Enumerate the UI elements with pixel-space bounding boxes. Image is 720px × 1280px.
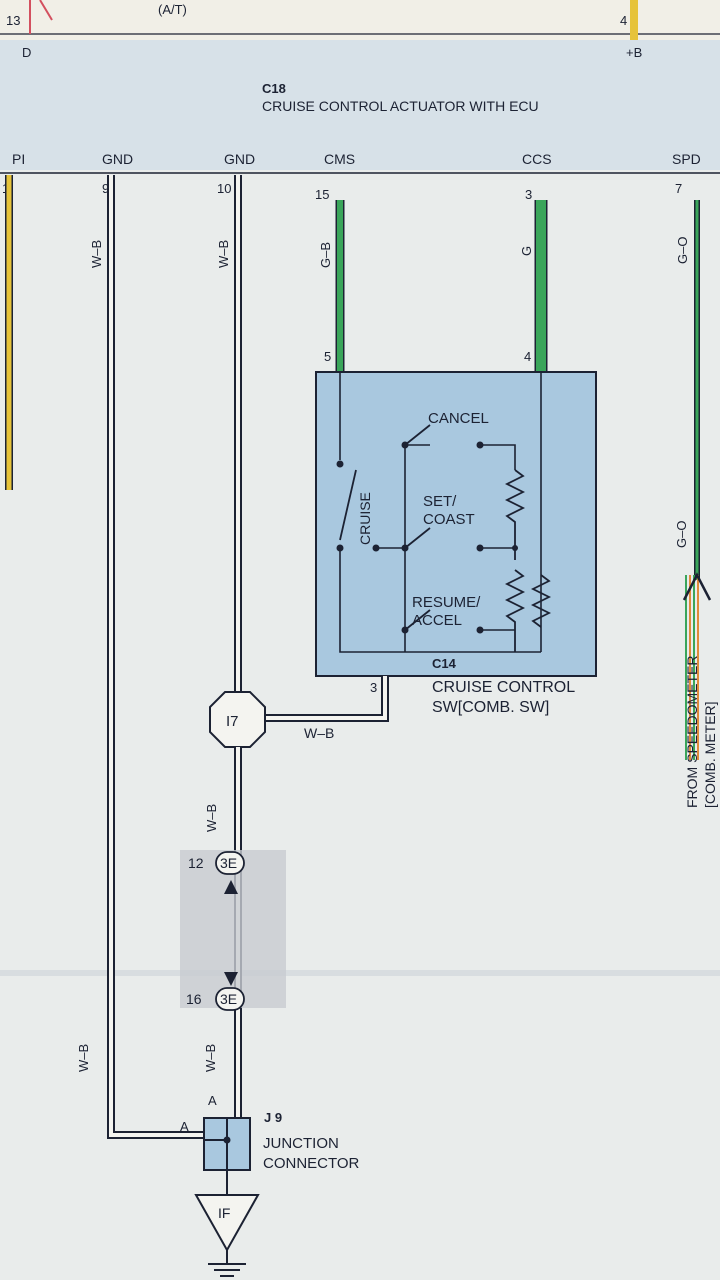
- wire-label-ccs: G: [519, 246, 534, 256]
- wire-label-gnd10: W–B: [216, 240, 231, 268]
- pin-name-cms: CMS: [324, 151, 355, 167]
- speedometer-line1: FROM SPEEDOMETER: [684, 656, 700, 808]
- c3e-bottom-pin: 16: [186, 991, 202, 1007]
- junction-id: J 9: [264, 1110, 282, 1125]
- label-resume: RESUME/: [412, 594, 481, 611]
- ground-label: IF: [218, 1205, 230, 1221]
- junction-pin-top: A: [208, 1093, 217, 1108]
- c3e-top-label: 3E: [220, 855, 237, 871]
- junction-pin-left: A: [180, 1119, 189, 1134]
- wire-label-speedometer: G–O: [674, 521, 689, 548]
- pin-num-ccs: 3: [525, 187, 532, 202]
- pin-name-gnd-9: GND: [102, 151, 133, 167]
- header-num-left: 13: [6, 13, 20, 28]
- label-coast: COAST: [423, 511, 475, 528]
- header-num-right: 4: [620, 13, 627, 28]
- junction-line1: JUNCTION: [263, 1135, 339, 1152]
- pin-name-spd: SPD: [672, 151, 701, 167]
- wire-label-i7-down: W–B: [204, 804, 219, 832]
- header-pin-left: D: [22, 45, 31, 60]
- switch-box: [315, 371, 597, 677]
- pin-name-pi: PI: [12, 151, 25, 167]
- background-text: [0, 40, 720, 976]
- wire-label-switch-ground: W–B: [304, 725, 334, 741]
- connector-3e-top: [215, 851, 245, 894]
- ecu-id: C18: [262, 81, 286, 96]
- switch-pin-ccs: 4: [524, 349, 531, 364]
- label-accel: ACCEL: [412, 612, 462, 629]
- wire-label-gnd9: W–B: [89, 240, 104, 268]
- pin-num-gnd-10: 10: [217, 181, 231, 196]
- connector-3e-bottom: [215, 972, 245, 1011]
- spd-wire: [682, 200, 712, 760]
- switch-name-1: CRUISE CONTROL: [432, 679, 575, 696]
- switch-pin-gnd: 3: [370, 680, 377, 695]
- c3e-top-pin: 12: [188, 855, 204, 871]
- switch-ground-wire: [262, 676, 389, 722]
- header-at-label: (A/T): [158, 2, 187, 17]
- header-pin-right: +B: [626, 45, 642, 60]
- i7-label: I7: [226, 713, 239, 730]
- label-cancel: CANCEL: [428, 410, 489, 427]
- label-set: SET/: [423, 493, 457, 510]
- switch-pin-cms: 5: [324, 349, 331, 364]
- pin-num-spd: 7: [675, 181, 682, 196]
- wire-label-spd: G–O: [675, 237, 690, 264]
- wire-label-lower-vertical: W–B: [203, 1044, 218, 1072]
- speedometer-line2: [COMB. METER]: [702, 701, 718, 808]
- ecu-name: CRUISE CONTROL ACTUATOR WITH ECU: [262, 98, 539, 114]
- header-fragment: 13 (A/T) 4 D +B: [0, 0, 720, 60]
- ground-triangle: [194, 1194, 260, 1277]
- pin-num-gnd-9: 9: [102, 181, 109, 196]
- pin-num-cms: 15: [315, 187, 329, 202]
- c3e-bottom-label: 3E: [220, 991, 237, 1007]
- switch-id: C14: [432, 656, 457, 671]
- junction-line2: CONNECTOR: [263, 1155, 360, 1172]
- pin-name-ccs: CCS: [522, 151, 552, 167]
- switch-name-2: SW[COMB. SW]: [432, 699, 549, 716]
- label-cruise: CRUISE: [357, 492, 373, 545]
- gnd9-wire: [107, 175, 205, 1139]
- pin-name-gnd-10: GND: [224, 151, 255, 167]
- wire-label-left-vertical: W–B: [76, 1044, 91, 1072]
- i7-connector: [209, 691, 266, 748]
- wire-label-cms: G–B: [318, 242, 333, 268]
- junction-box: [203, 1117, 251, 1195]
